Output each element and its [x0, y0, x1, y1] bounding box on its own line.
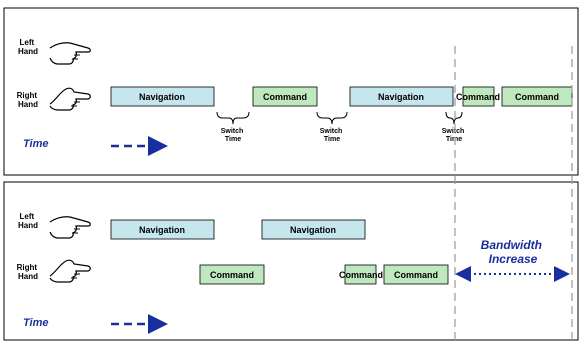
bottom-right-hand-label-2: Hand [18, 272, 38, 281]
command-block [462, 86, 495, 107]
top-right-hand-label-1: Right [17, 91, 38, 100]
svg-text:Left Hand: Left Hand [18, 212, 38, 230]
switch-time-label: Time [225, 136, 241, 143]
navigation-label: Navigation [139, 225, 185, 235]
navigation-block [261, 219, 366, 240]
left-hand-icon [49, 216, 91, 239]
switch-time-label: Switch [442, 128, 465, 135]
top-left-hand-label-2: Hand [18, 47, 38, 56]
svg-text:Right Hand: Right Hand [17, 91, 40, 109]
right-hand-icon [49, 259, 91, 283]
bottom-right-hand-label-1: Right [17, 263, 38, 272]
command-block [383, 264, 449, 285]
command-label: Command [210, 270, 254, 280]
top-left-hand-label-1: Left [20, 38, 35, 47]
command-label: Command [339, 270, 383, 280]
switch-time-label: Time [446, 136, 462, 143]
command-block [501, 86, 573, 107]
left-hand-icon [49, 42, 91, 65]
command-label: Command [394, 270, 438, 280]
switch-time-label: Switch [320, 128, 343, 135]
svg-text:Switch Time: Switch Time [442, 128, 467, 143]
bottom-panel-border [3, 181, 579, 341]
switch-time-label: Time [324, 136, 340, 143]
navigation-label: Navigation [378, 92, 424, 102]
top-panel: Left Hand Right Hand Time Navigation Com… [3, 7, 579, 176]
svg-text:Bandwidth Increase: Bandwidth Increase [481, 238, 546, 266]
bandwidth-label: Increase [489, 252, 538, 266]
bottom-panel: Left Hand Right Hand Time Navigation Nav… [3, 181, 579, 341]
switch-time-label: Switch [221, 128, 244, 135]
command-label: Command [515, 92, 559, 102]
navigation-label: Navigation [139, 92, 185, 102]
command-label: Command [263, 92, 307, 102]
top-panel-border [3, 7, 579, 176]
top-right-hand-label-2: Hand [18, 100, 38, 109]
top-time-label: Time [23, 138, 48, 150]
command-block [199, 264, 265, 285]
command-label: Command [456, 92, 500, 102]
svg-text:Switch Time: Switch Time [221, 128, 246, 143]
navigation-label: Navigation [290, 225, 336, 235]
bottom-time-label: Time [23, 317, 48, 329]
bottom-left-hand-label-2: Hand [18, 221, 38, 230]
navigation-block [110, 86, 215, 107]
svg-text:Left Hand: Left Hand [18, 38, 38, 56]
svg-text:Switch Time: Switch Time [320, 128, 345, 143]
bottom-left-hand-label-1: Left [20, 212, 35, 221]
bandwidth-label: Bandwidth [481, 238, 542, 252]
navigation-block [110, 219, 215, 240]
switch-time-brace [216, 111, 250, 125]
switch-time-brace [445, 111, 463, 125]
right-hand-icon [49, 87, 91, 111]
navigation-block [349, 86, 454, 107]
svg-text:Right Hand: Right Hand [17, 263, 40, 281]
switch-time-brace [316, 111, 348, 125]
command-block [344, 264, 377, 285]
command-block [252, 86, 318, 107]
